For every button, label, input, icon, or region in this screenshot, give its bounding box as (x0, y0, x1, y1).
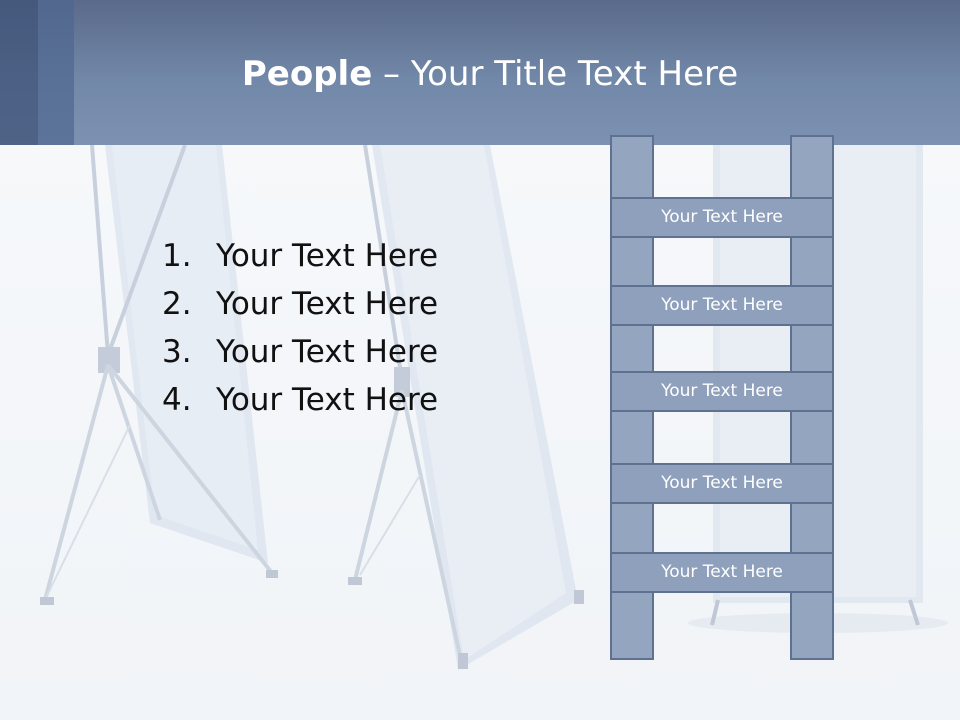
title-rest-text: – Your Title Text Here (372, 54, 739, 94)
ladder-rung-1[interactable]: Your Text Here (610, 197, 834, 238)
list-item[interactable]: 2. Your Text Here (162, 280, 438, 328)
list-item-text: Your Text Here (216, 238, 439, 274)
list-item[interactable]: 4. Your Text Here (162, 376, 438, 424)
ladder-rung-5[interactable]: Your Text Here (610, 552, 834, 593)
list-item-number: 3. (162, 334, 192, 370)
header-accent-band-dark (0, 0, 38, 145)
banner-stand-middle (348, 145, 584, 670)
ladder-diagram: Your Text Here Your Text Here Your Text … (610, 135, 834, 660)
banner-stand-left (40, 145, 278, 605)
list-item-text: Your Text Here (216, 334, 439, 370)
ladder-rung-3[interactable]: Your Text Here (610, 371, 834, 412)
ladder-rung-4[interactable]: Your Text Here (610, 463, 834, 504)
ladder-rung-2[interactable]: Your Text Here (610, 285, 834, 326)
list-item-number: 4. (162, 382, 192, 418)
title-header-bar: People – Your Title Text Here (0, 0, 960, 145)
list-item-text: Your Text Here (216, 286, 439, 322)
list-item[interactable]: 1. Your Text Here (162, 232, 438, 280)
header-accent-band-light (38, 0, 74, 145)
list-item-text: Your Text Here (216, 382, 439, 418)
list-item[interactable]: 3. Your Text Here (162, 328, 438, 376)
slide-title[interactable]: People – Your Title Text Here (0, 52, 960, 96)
title-bold-word: People (241, 54, 373, 94)
numbered-text-list: 1. Your Text Here 2. Your Text Here 3. Y… (162, 232, 438, 424)
list-item-number: 1. (162, 238, 192, 274)
list-item-number: 2. (162, 286, 192, 322)
